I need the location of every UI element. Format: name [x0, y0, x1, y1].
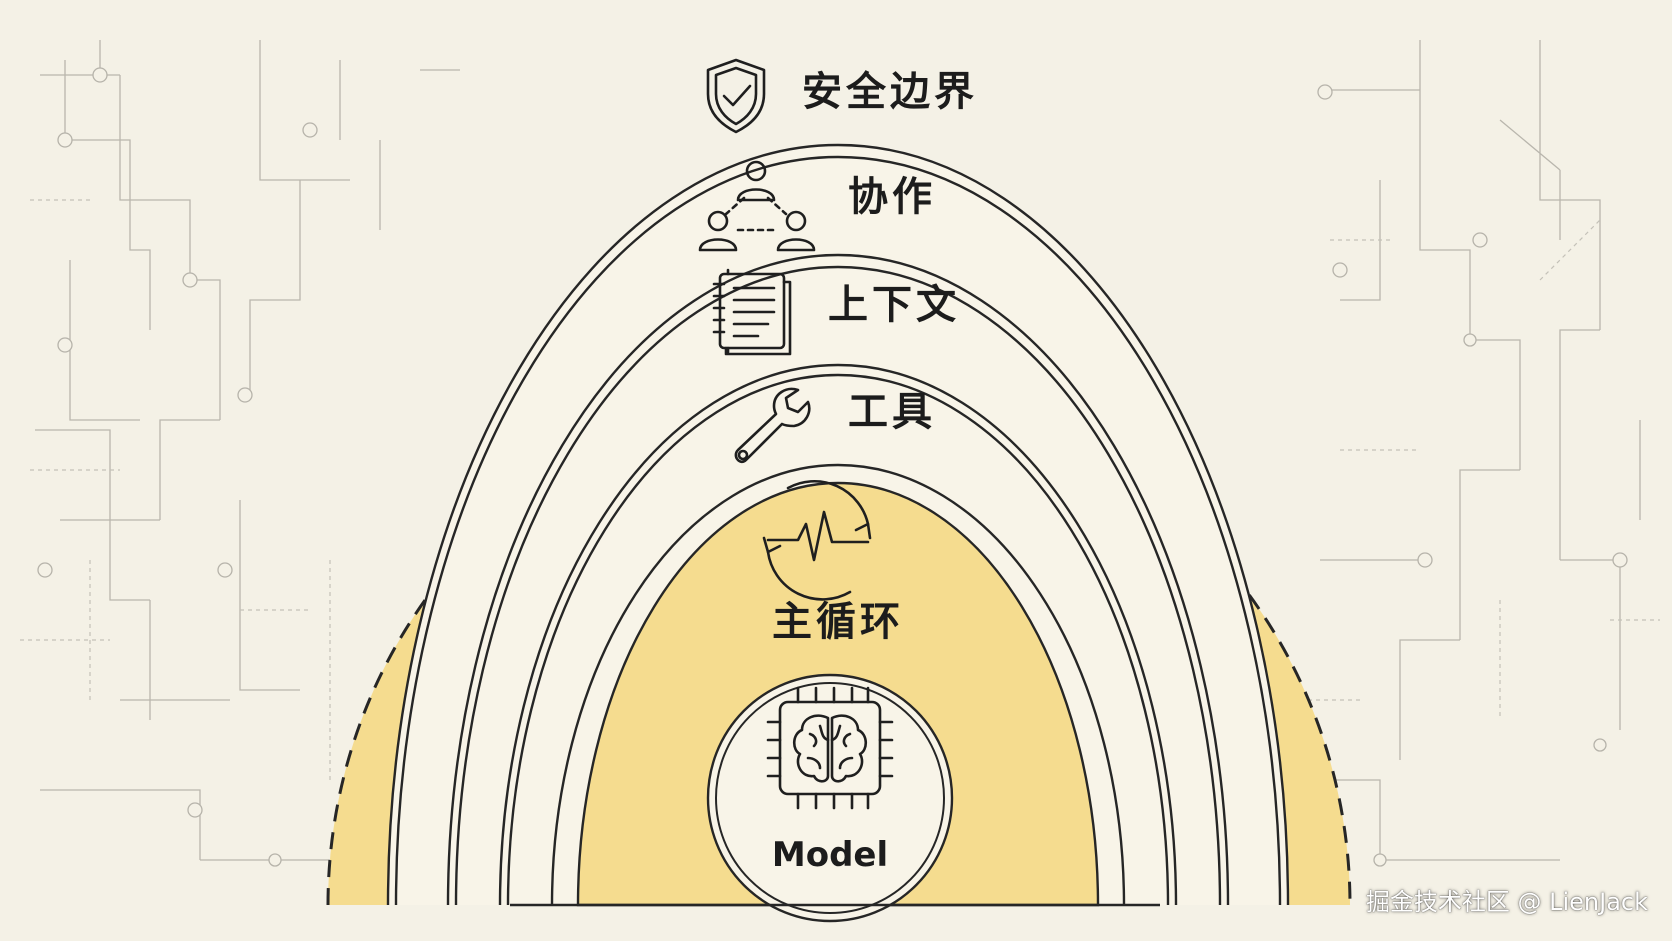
circuit-node: [1417, 552, 1433, 568]
layer-model: [706, 673, 954, 923]
wrench-icon: [734, 387, 811, 464]
circuit-node: [92, 67, 108, 83]
circuit-node: [1472, 232, 1488, 248]
team-network-icon: [698, 160, 816, 252]
circuit-node: [37, 562, 53, 578]
layer-label-model: Model: [772, 835, 888, 875]
layer-label-tools: 工具: [848, 389, 936, 435]
circuit-node: [268, 853, 282, 867]
circuit-node: [217, 562, 233, 578]
circuit-decoration-left: [20, 40, 460, 867]
circuit-node: [1463, 333, 1477, 347]
layer-label-context: 上下文: [828, 282, 960, 328]
notebook-icon: [712, 268, 792, 356]
circuit-node: [1593, 738, 1607, 752]
circuit-node: [57, 132, 73, 148]
shield-check-icon: [706, 58, 766, 134]
layer-label-collaboration: 协作: [848, 174, 936, 220]
circuit-node: [237, 387, 253, 403]
circuit-node: [1373, 853, 1387, 867]
circuit-node: [187, 802, 203, 818]
circuit-node: [1612, 552, 1628, 568]
pulse-cycle-icon: [762, 480, 872, 601]
circuit-decoration-right: [1300, 40, 1660, 867]
circuit-node: [57, 337, 73, 353]
circuit-node: [302, 122, 318, 138]
layer-context: [446, 253, 1230, 906]
circuit-node: [1332, 262, 1348, 278]
brain-chip-icon: [766, 686, 894, 810]
layer-tools: [498, 363, 1178, 906]
layer-label-main-loop: 主循环: [772, 599, 904, 645]
circuit-node: [182, 272, 198, 288]
layer-label-security: 安全边界: [802, 69, 978, 115]
circuit-node: [1317, 84, 1333, 100]
watermark: 掘金技术社区 @ LienJack: [1365, 888, 1648, 916]
